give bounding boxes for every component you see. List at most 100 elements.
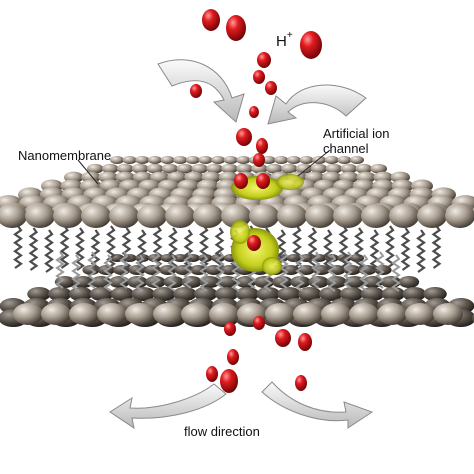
lipid-tail — [343, 251, 353, 289]
upper-lipid-head — [101, 163, 119, 174]
upper-lipid-head — [370, 163, 388, 174]
upper-lipid-head — [173, 156, 188, 164]
lower-lipid-head — [181, 303, 211, 325]
upper-lipid-head — [325, 163, 343, 174]
proton-ion — [256, 138, 268, 154]
lipid-tail — [59, 225, 70, 269]
lipid-tail — [103, 254, 113, 292]
proton-ion — [253, 70, 265, 84]
lipid-tail — [13, 225, 23, 269]
lower-lipid-head — [254, 276, 275, 288]
lower-lipid-head — [256, 287, 281, 301]
arrow-top-left-icon — [157, 59, 245, 123]
lower-lipid-head — [109, 276, 130, 288]
lipid-tail — [106, 225, 116, 269]
lower-lipid-head — [181, 276, 202, 288]
lipid-tail — [400, 227, 411, 271]
ion-charge: + — [286, 30, 293, 41]
proton-ion — [236, 128, 252, 146]
upper-lipid-head — [185, 156, 200, 164]
proton-ion — [249, 106, 259, 118]
upper-lipid-head — [122, 156, 137, 164]
lower-lipid-head — [41, 303, 71, 325]
upper-lipid-head — [355, 163, 373, 174]
upper-lipid-head — [146, 163, 164, 174]
lower-lipid-head — [298, 287, 322, 301]
upper-lipid-head — [337, 156, 352, 164]
upper-lipid-head — [110, 156, 124, 164]
nanomembrane-label: Nanomembrane — [18, 148, 112, 163]
upper-lipid-head — [198, 156, 213, 164]
upper-lipid-head — [147, 156, 162, 164]
proton-ions — [190, 9, 322, 393]
upper-lipid-head — [389, 204, 419, 228]
upper-lipid-head — [286, 156, 301, 164]
lipid-tail — [183, 251, 193, 289]
lower-lipid-head — [89, 287, 114, 301]
upper-lipid-head — [193, 204, 223, 228]
lipid-tail — [71, 254, 81, 292]
lower-lipid-head — [72, 276, 94, 288]
lower-lipid-head — [308, 276, 329, 288]
upper-lipid-head — [81, 204, 111, 228]
proton-ion — [202, 9, 220, 31]
proton-ion — [275, 329, 291, 347]
lipid-tail — [44, 229, 54, 273]
lipid-tail — [307, 227, 318, 271]
upper-lipid-head — [221, 163, 238, 174]
lower-lipid-head — [319, 287, 343, 301]
upper-lipid-head — [324, 156, 339, 164]
lower-lipid-head — [68, 287, 93, 301]
proton-ion — [257, 52, 271, 68]
lower-lipid-head — [277, 287, 301, 301]
upper-lipid-head — [417, 204, 447, 228]
proton-ion — [300, 31, 322, 59]
lower-lipid-head — [209, 303, 239, 325]
upper-lipid-head — [176, 163, 194, 174]
upper-lipid-head — [236, 156, 251, 164]
proton-ion — [265, 81, 277, 95]
upper-lipid-head — [25, 204, 55, 228]
lipid-tail — [311, 251, 321, 289]
upper-lipid-head — [116, 163, 134, 174]
lipid-tail — [151, 251, 161, 289]
upper-lipid-head — [274, 156, 289, 164]
lipid-tail — [416, 229, 426, 273]
flow-arrows — [109, 59, 374, 430]
lower-lipid-head — [343, 265, 361, 275]
lower-lipid-head — [398, 276, 420, 288]
upper-lipid-head — [277, 204, 307, 228]
channel-label-line2: channel — [323, 141, 369, 156]
lower-lipid-head — [131, 287, 155, 301]
lower-lipid-head — [293, 303, 323, 325]
ion-symbol: H — [276, 33, 287, 50]
lower-lipid-head — [27, 287, 51, 301]
upper-lipid-head — [137, 204, 167, 228]
lower-lipid-head — [173, 287, 197, 301]
lower-lipid-head — [349, 303, 379, 325]
upper-lipid-head — [211, 156, 226, 164]
proton-ion — [226, 15, 246, 41]
proton-ion — [227, 349, 239, 365]
lower-lipid-head — [321, 303, 351, 325]
lipid-tail — [119, 251, 129, 289]
lower-lipid-head — [153, 303, 183, 325]
lipid-tail — [55, 251, 65, 289]
proton-ion — [220, 369, 238, 393]
proton-ion — [298, 333, 312, 351]
lower-lipid-head — [312, 254, 327, 262]
upper-lipid-head — [81, 171, 101, 183]
lower-lipid-head — [110, 287, 135, 301]
lipid-tail — [183, 229, 194, 273]
label-leader-lines — [77, 149, 331, 185]
lipid-tail — [338, 225, 349, 269]
lipid-tail — [359, 254, 369, 292]
upper-lipid-head — [131, 163, 149, 174]
upper-lipid-head — [87, 163, 104, 174]
proton-ion — [206, 366, 218, 382]
proton-ion — [247, 235, 261, 251]
upper-lipid-head — [305, 204, 335, 228]
lower-lipid-head — [13, 303, 43, 325]
lipid-tail — [295, 254, 305, 292]
